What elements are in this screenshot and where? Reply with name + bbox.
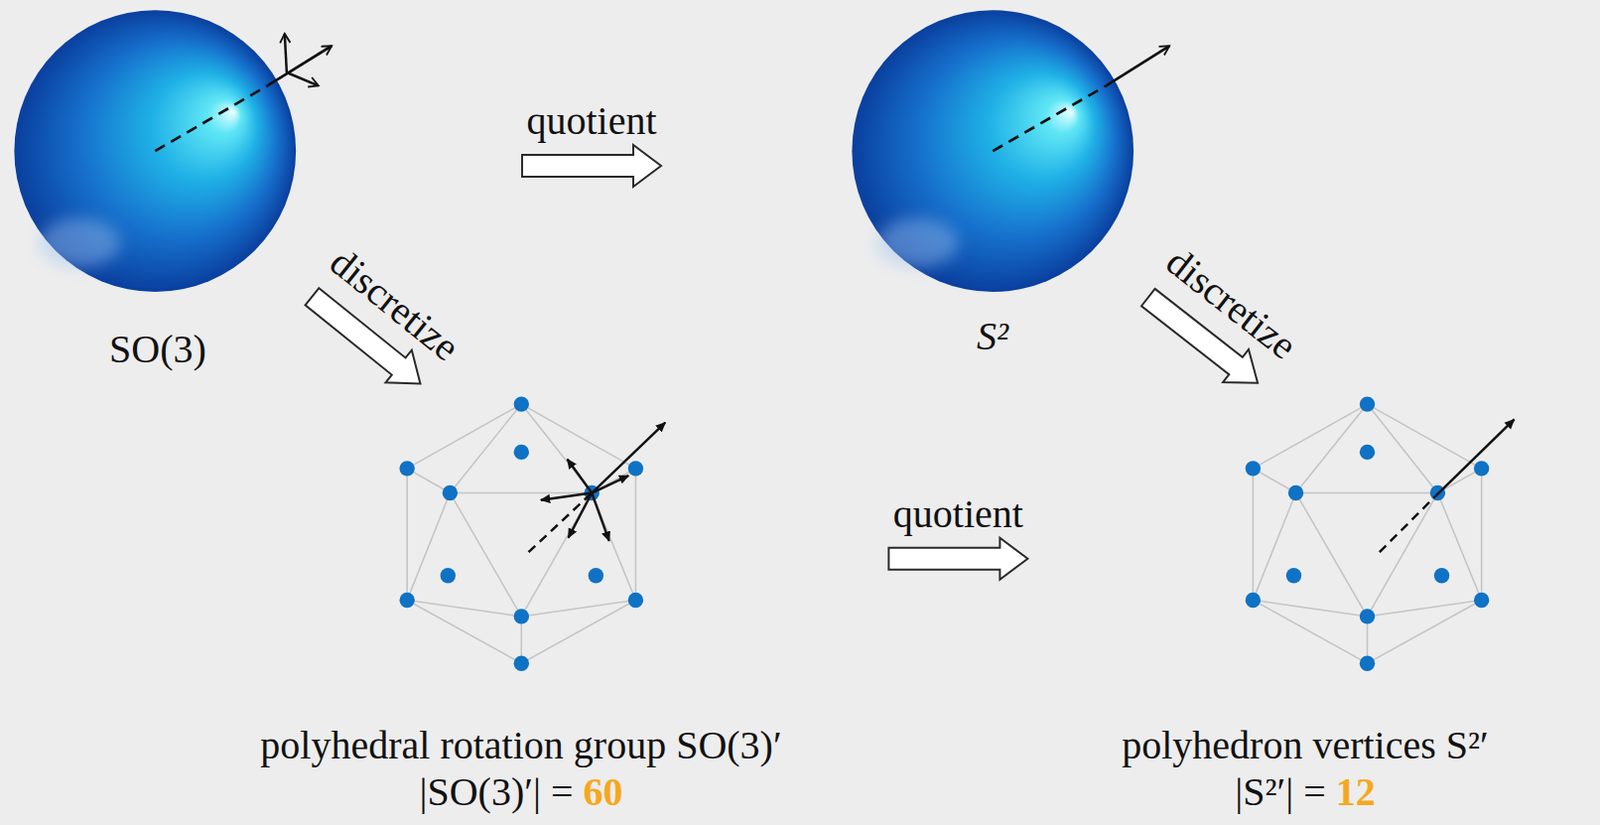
caption: |SO(3)′| =: [418, 768, 573, 815]
text-row: |S²′| =12: [1234, 768, 1376, 815]
sphere: [13, 9, 332, 292]
arrow-label: quotient: [526, 98, 657, 144]
space-node: SO(3): [13, 9, 302, 373]
polyhedron-node: polyhedron vertices S²′|S²′| =12: [1086, 392, 1524, 819]
space-label: S²: [976, 312, 1009, 360]
caption: |S²′| =: [1234, 768, 1327, 815]
count-number: 12: [1335, 768, 1376, 815]
arrow-label: quotient: [893, 491, 1024, 537]
sphere: [851, 9, 1170, 292]
block-arrow: [888, 537, 1028, 580]
polyhedron-node: polyhedral rotation group SO(3)′|SO(3)′|…: [193, 392, 849, 819]
caption: polyhedron vertices S²′: [1121, 721, 1489, 769]
icosahedron: [1245, 396, 1515, 671]
text-row: polyhedron vertices S²′: [1121, 721, 1489, 769]
text-row: |SO(3)′| =60: [418, 768, 623, 815]
caption: polyhedral rotation group SO(3)′: [260, 721, 782, 769]
space-label: SO(3): [109, 325, 207, 373]
text-row: S²: [976, 312, 1009, 360]
count-number: 60: [583, 768, 624, 815]
icosahedron: [399, 396, 666, 671]
text-row: polyhedral rotation group SO(3)′: [260, 721, 782, 769]
space-node: S²: [848, 9, 1137, 373]
text-row: SO(3): [109, 325, 207, 373]
block-arrow: [522, 144, 662, 187]
